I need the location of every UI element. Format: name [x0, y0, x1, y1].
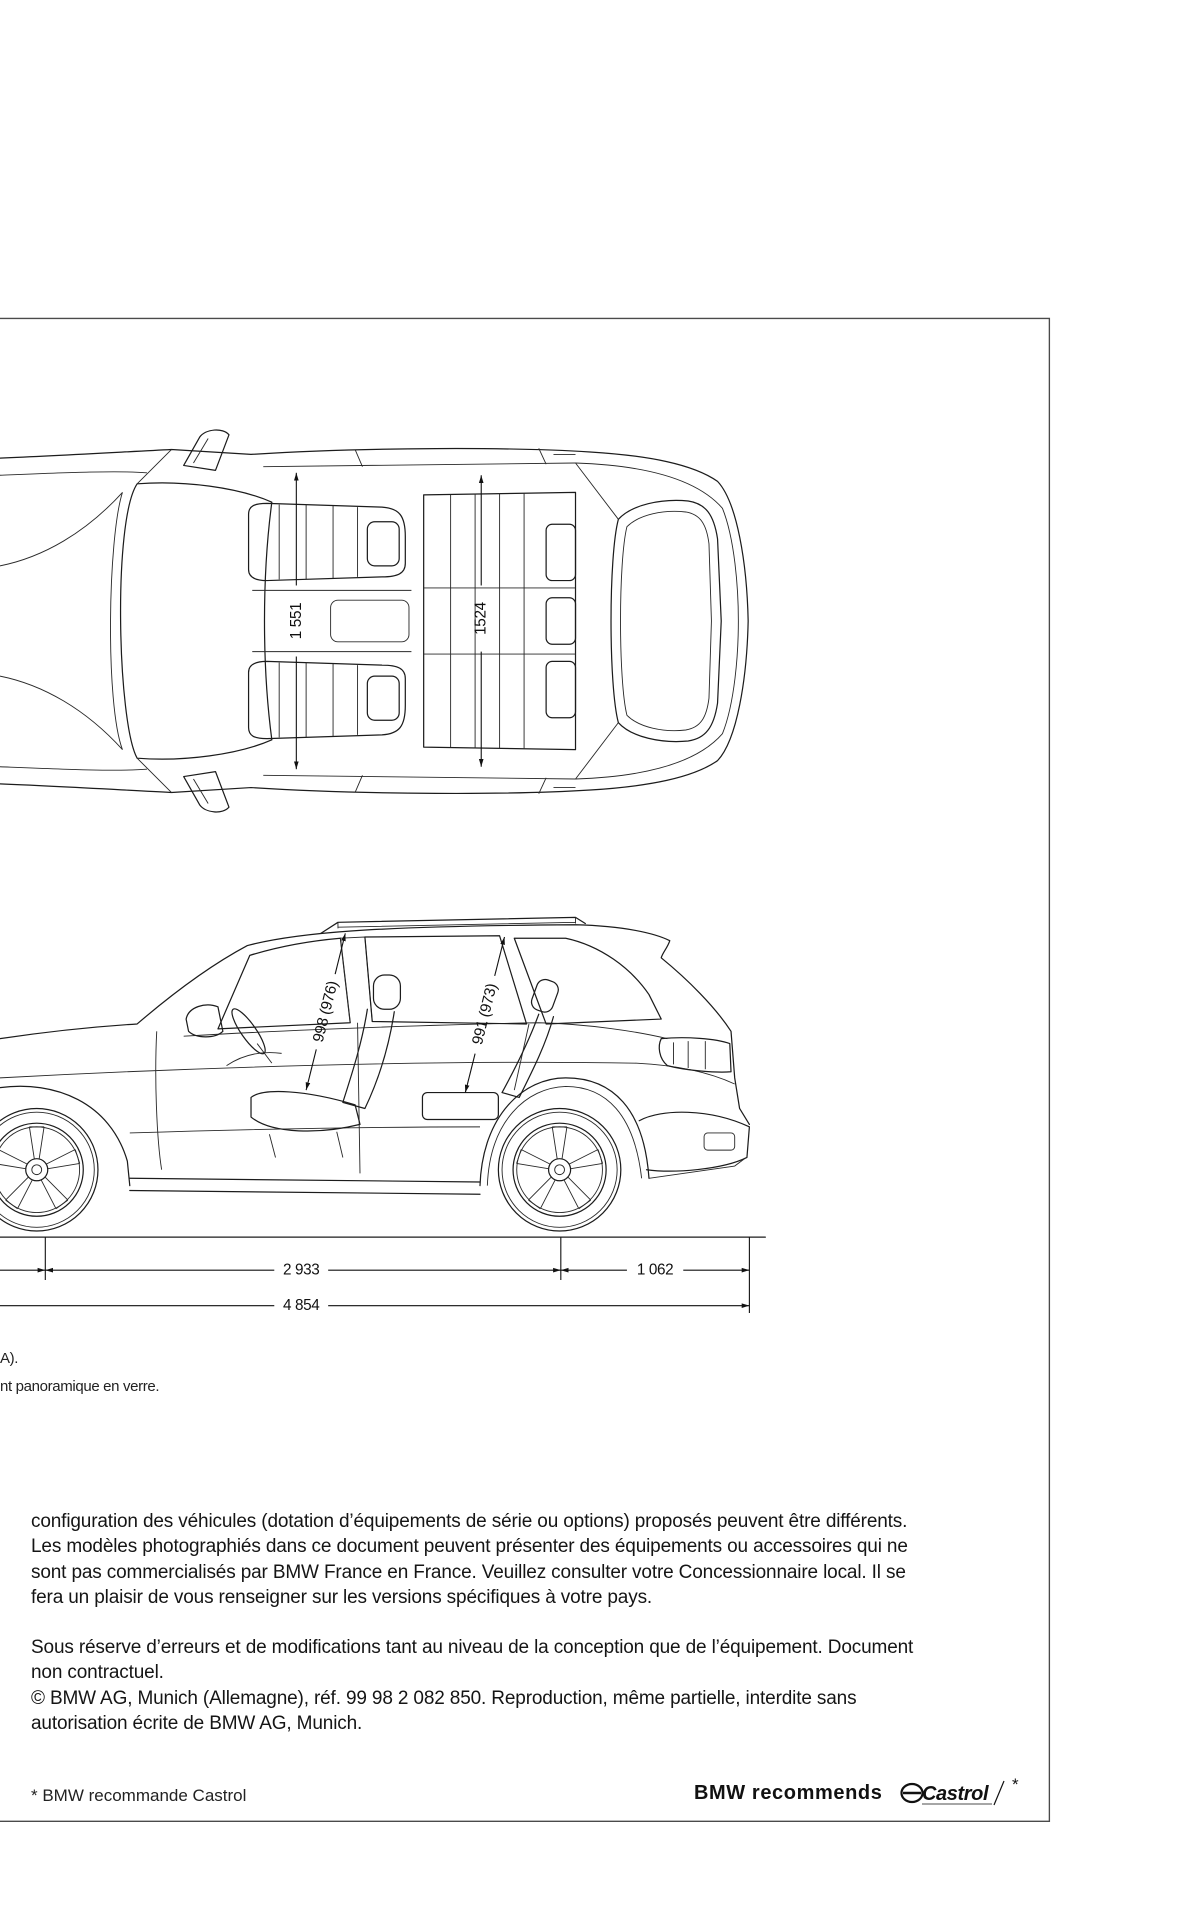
text-line: configuration des véhicules (dotation d’…	[31, 1511, 908, 1532]
windshield	[0, 449, 273, 793]
dimension-label: 2 933	[283, 1262, 319, 1279]
legal-paragraph-1: configuration des véhicules (dotation d’…	[31, 1509, 1031, 1610]
dimension-ticks	[44, 1237, 750, 1314]
front-wheel	[0, 1108, 98, 1230]
body-side	[0, 924, 750, 1195]
text-line: © BMW AG, Munich (Allemagne), réf. 99 98…	[31, 1687, 857, 1709]
front-seat	[250, 974, 402, 1158]
steering-wheel	[226, 1008, 282, 1066]
footer-asterisk: *	[1012, 1775, 1019, 1794]
rear-bench	[423, 491, 577, 751]
side-mirror	[185, 1004, 224, 1038]
rear-window	[575, 462, 722, 780]
side-mirror-right	[183, 771, 230, 813]
rear-wheel	[498, 1108, 620, 1230]
text-line: Sous réserve d’erreurs et de modificatio…	[31, 1637, 914, 1658]
castrol-logo: Castrol	[900, 1780, 1005, 1806]
dimension-wheelbase: 2 933	[0, 1262, 561, 1279]
side-mirror-left	[183, 429, 230, 471]
text-line: fera un plaisir de vous renseigner sur l…	[31, 1586, 653, 1608]
text-line: autorisation écrite de BMW AG, Munich.	[31, 1712, 363, 1734]
dimension-label: 1 551	[288, 603, 305, 639]
castrol-footnote: * BMW recommande Castrol	[31, 1786, 247, 1805]
rear-wheel-arch	[479, 1077, 650, 1187]
roof-rails	[320, 916, 586, 934]
dimension-length: 4 854	[0, 1297, 750, 1314]
top-view-drawing: 1 551 1524	[0, 429, 749, 813]
castrol-wordmark: Castrol	[922, 1783, 989, 1805]
side-view-drawing: 998 (976) 991 (973) 2 933 1 062 4 854	[0, 916, 766, 1314]
dimension-front-track: 1 551	[288, 472, 305, 770]
body-outline	[0, 447, 749, 795]
dimension-rear-overhang: 1 062	[560, 1262, 750, 1279]
dimension-label: 991 (973)	[469, 982, 501, 1047]
text-line: Les modèles photographiés dans ce docume…	[31, 1536, 908, 1558]
dimension-label: 1 062	[637, 1262, 673, 1279]
dimension-label: 4 854	[283, 1297, 320, 1314]
dimension-front-headroom: 998 (976)	[305, 933, 346, 1091]
door-seams	[155, 1022, 530, 1174]
dimension-rear-track: 1524	[473, 475, 490, 767]
rear-seat	[421, 978, 559, 1121]
center-console	[252, 589, 412, 653]
page-frame	[0, 317, 1051, 1823]
bmw-recommends-label: BMW recommends	[694, 1782, 883, 1804]
front-seat-right	[247, 660, 406, 740]
dimension-rear-headroom: 991 (973)	[464, 936, 506, 1093]
front-seat-left	[247, 502, 406, 582]
legal-paragraph-2: Sous réserve d’erreurs et de modificatio…	[31, 1635, 1031, 1736]
front-wheel-arch	[0, 1085, 131, 1187]
side-windows	[217, 935, 662, 1030]
tail-light	[658, 1037, 732, 1073]
footnote-line: nt panoramique en verre.	[0, 1378, 160, 1395]
text-line: non contractuel.	[31, 1662, 164, 1684]
footnote-line: A).	[0, 1350, 19, 1367]
dimension-label: 1524	[473, 601, 490, 634]
dimension-label: 998 (976)	[310, 979, 342, 1044]
text-line: sont pas commercialisés par BMW France e…	[31, 1561, 906, 1583]
